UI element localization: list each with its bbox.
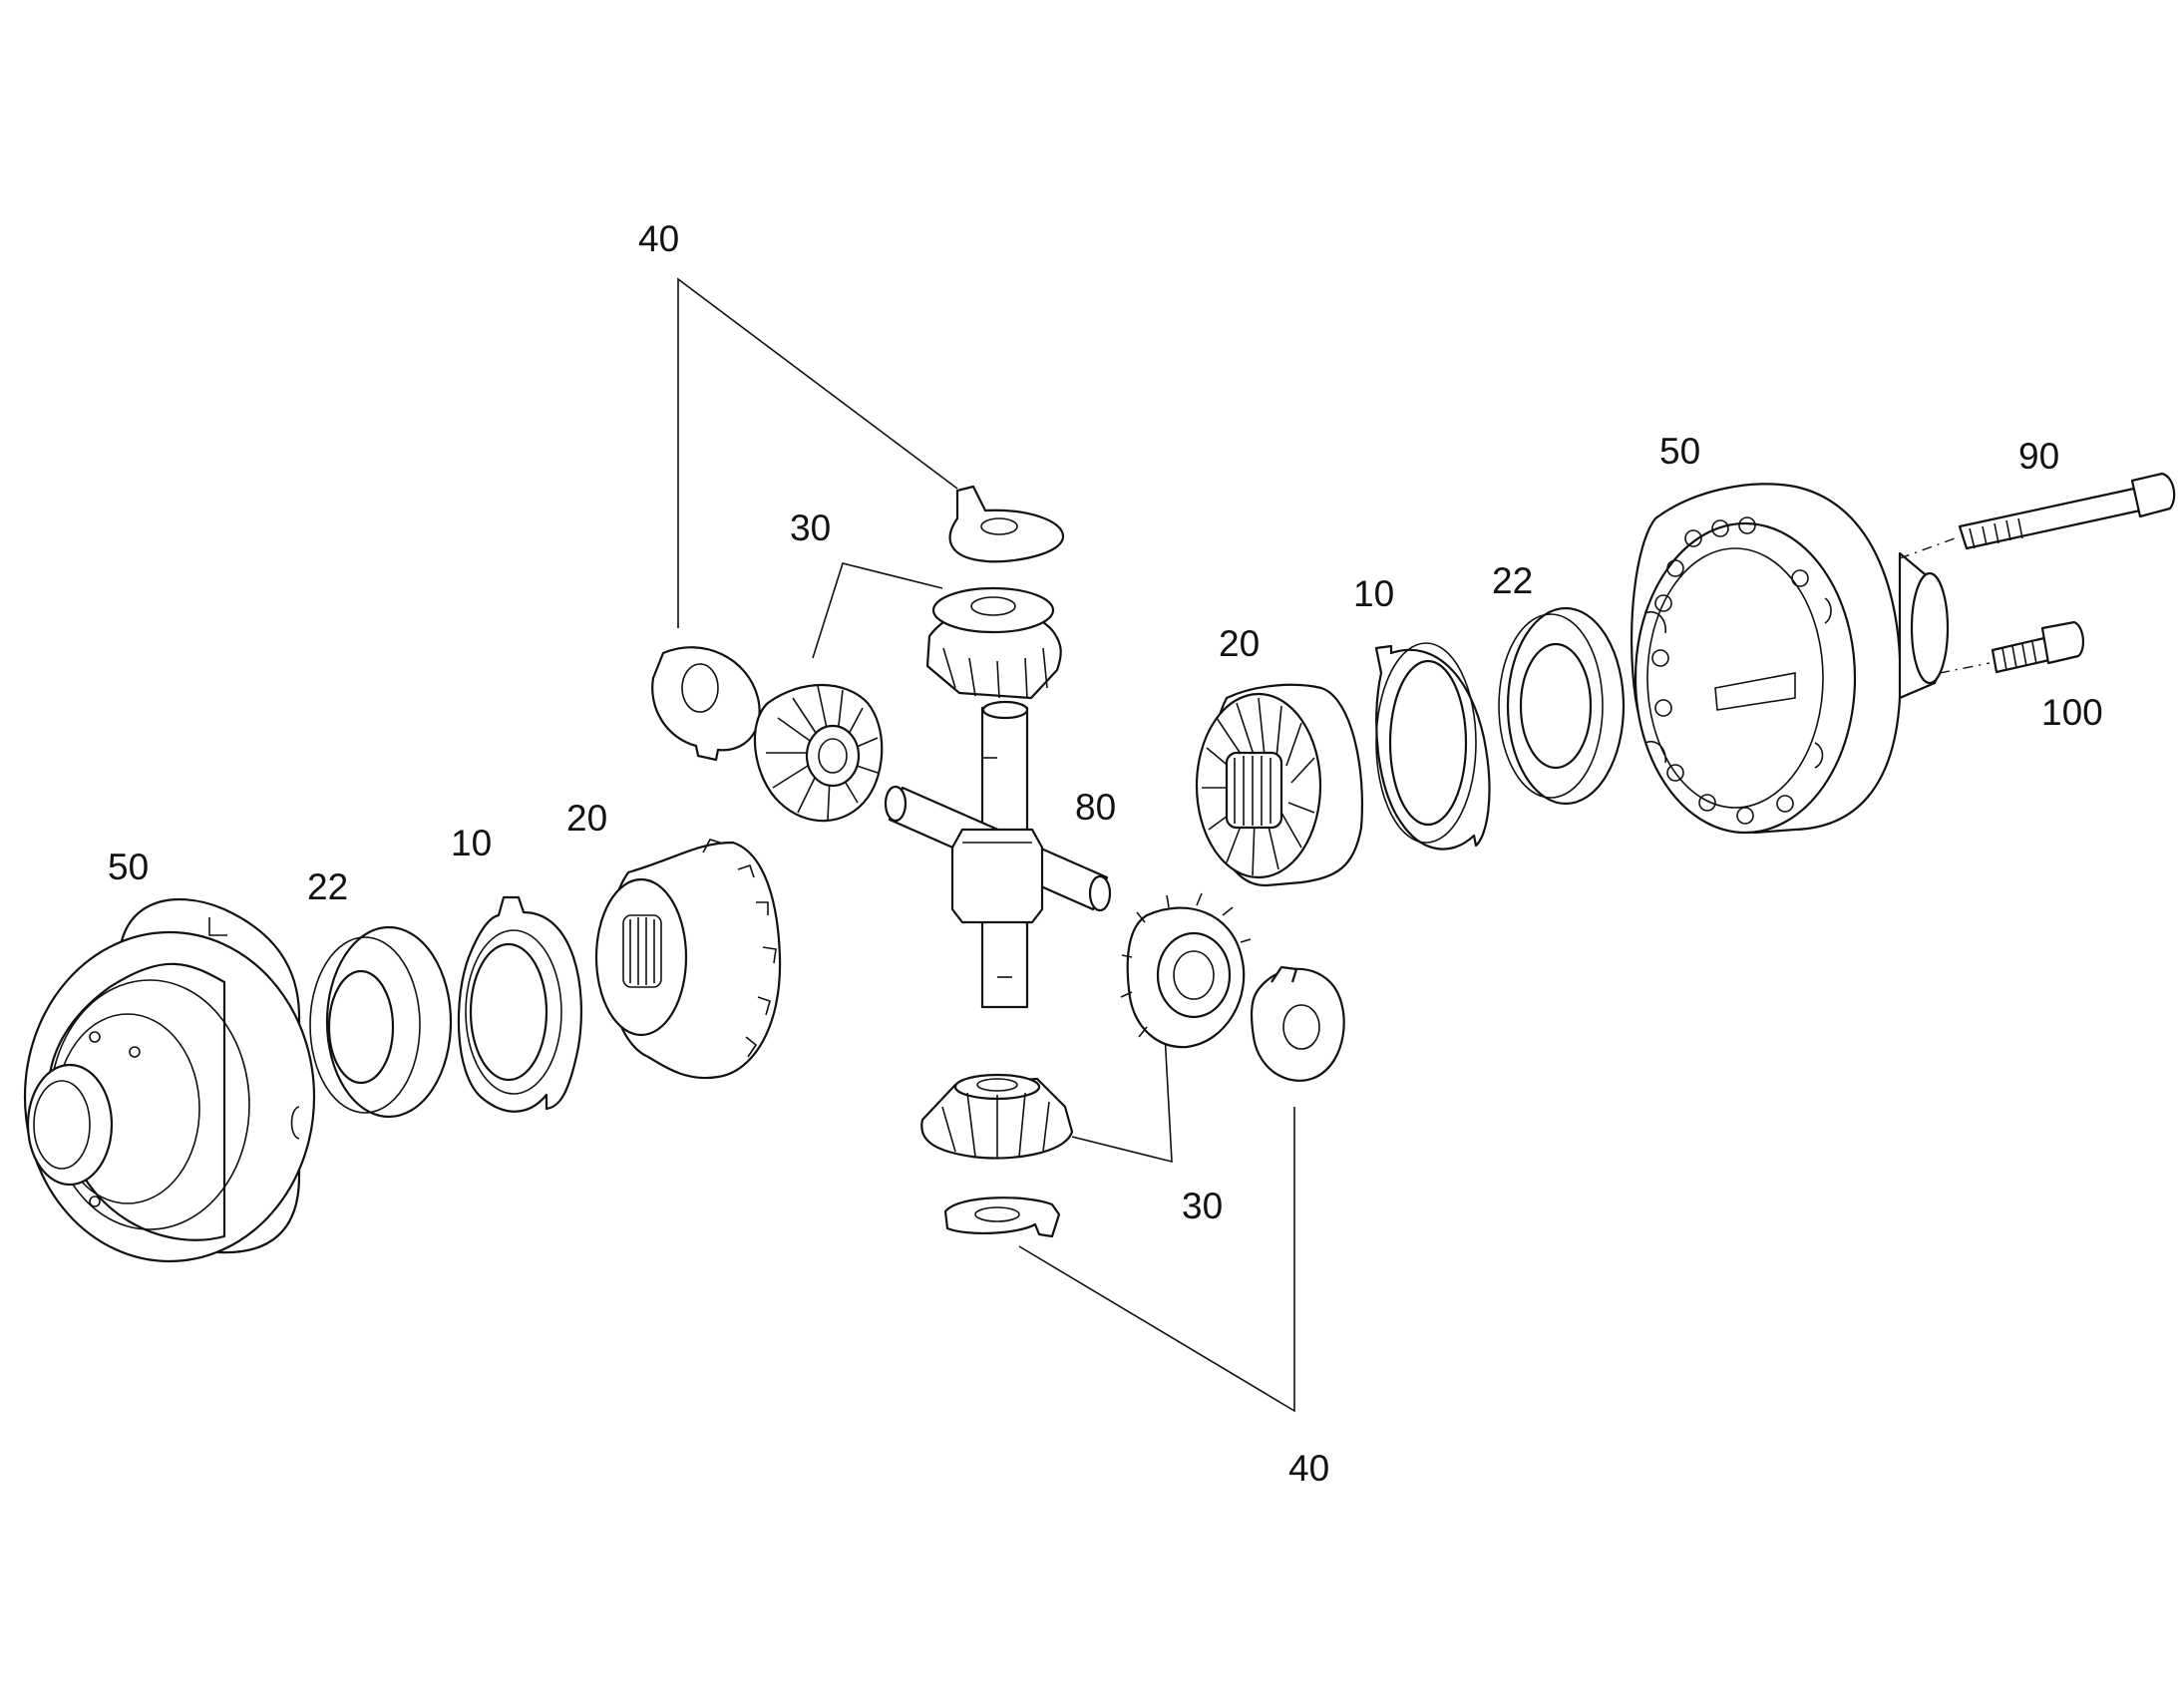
label-50-left: 50: [108, 847, 149, 887]
right-disc-part-10: [1374, 642, 1491, 851]
right-side-gear-part-20: [1195, 683, 1364, 887]
right-pinion-part-30: [1120, 892, 1252, 1049]
label-20-left: 20: [566, 798, 607, 839]
label-100: 100: [2041, 692, 2103, 733]
label-40-bottom: 40: [1288, 1448, 1329, 1489]
bottom-thrust-washer-part-40: [943, 1196, 1061, 1238]
part-number-labels: 40 30 80 20 10 22 50 90 100 50 22 10 20 …: [108, 218, 2103, 1489]
label-30-top: 30: [790, 508, 831, 548]
label-20-right: 20: [1219, 623, 1260, 664]
left-housing-part-50: [23, 897, 316, 1263]
label-10-right: 10: [1353, 573, 1394, 614]
label-50-right: 50: [1659, 431, 1700, 472]
label-22-left: 22: [307, 866, 348, 907]
label-30-bottom: 30: [1182, 1186, 1223, 1226]
screw-part-100: [1939, 620, 2084, 674]
bottom-pinion-part-30: [920, 1073, 1074, 1160]
left-side-gear-part-20: [594, 839, 782, 1080]
label-80: 80: [1075, 787, 1116, 828]
label-10-left: 10: [451, 823, 492, 863]
right-thrust-washer-part-40: [1250, 965, 1345, 1082]
label-22-right: 22: [1492, 560, 1533, 601]
left-seal-part-22: [309, 925, 453, 1119]
left-disc-part-10: [457, 895, 582, 1113]
cross-shaft-part-80: [884, 700, 1112, 1009]
left-pinion-part-30: [753, 683, 884, 823]
top-thrust-washer-part-40: [948, 485, 1065, 563]
right-seal-part-22: [1498, 606, 1626, 806]
right-housing-part-50: [1630, 483, 1950, 835]
label-90: 90: [2018, 436, 2059, 477]
label-40-top: 40: [638, 218, 679, 259]
top-pinion-part-30: [925, 586, 1062, 700]
left-thrust-washer-part-40: [651, 646, 761, 762]
bolt-part-90: [1899, 472, 2176, 559]
